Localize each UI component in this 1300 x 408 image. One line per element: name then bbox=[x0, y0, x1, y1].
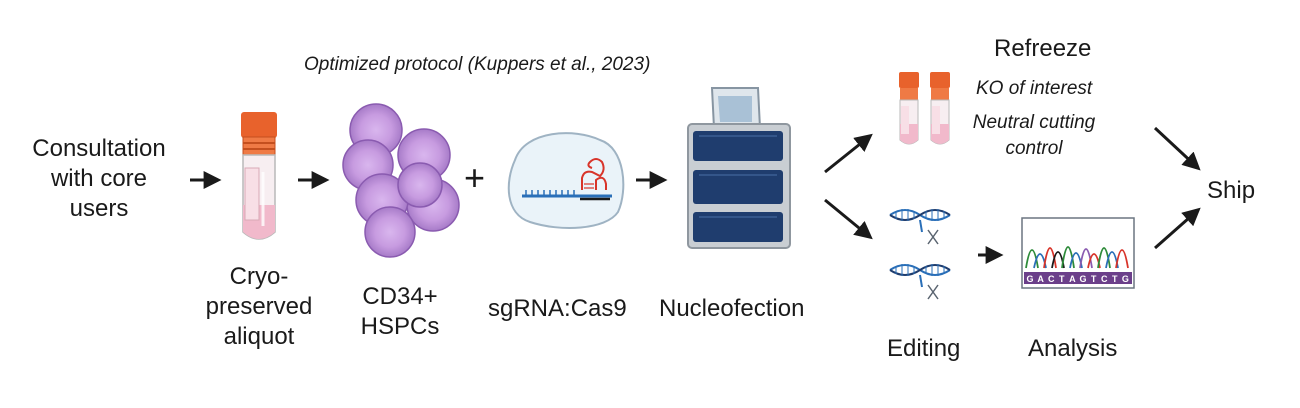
sequence-letter: G bbox=[1079, 274, 1086, 284]
label-neutral-line1: Neutral cutting bbox=[972, 112, 1096, 133]
cells-icon bbox=[342, 103, 460, 258]
label-cd34: CD34+ HSPCs bbox=[348, 282, 452, 342]
arrow-analysis-to-ship bbox=[1154, 207, 1201, 250]
dna-edit-icon-bottom bbox=[889, 264, 951, 300]
label-consultation: Consultation with core users bbox=[14, 134, 184, 224]
arrow-refreeze-to-ship bbox=[1153, 126, 1201, 171]
arrow-nucleo-to-editing bbox=[824, 198, 873, 240]
flow-arrows bbox=[190, 126, 1201, 264]
label-editing: Editing bbox=[887, 335, 961, 362]
sequence-letter: T bbox=[1091, 274, 1097, 284]
label-cryo: Cryo- preserved aliquot bbox=[200, 262, 318, 352]
refreeze-vials-icon bbox=[899, 72, 950, 145]
cryovial-icon bbox=[241, 112, 277, 240]
sequence-letter: G bbox=[1026, 274, 1033, 284]
label-neutral: Neutral cutting control bbox=[966, 110, 1102, 162]
sequence-letter: T bbox=[1112, 274, 1118, 284]
sequence-letter: A bbox=[1037, 274, 1044, 284]
label-consultation-line3: users bbox=[69, 195, 129, 222]
sequence-letter: T bbox=[1059, 274, 1065, 284]
dna-edit-icon-top bbox=[889, 209, 951, 245]
plus-sign: + bbox=[464, 157, 486, 198]
label-refreeze: Refreeze bbox=[994, 35, 1092, 62]
label-cd34-line2: HSPCs bbox=[360, 313, 440, 340]
label-neutral-line2: control bbox=[1005, 138, 1063, 159]
label-ko: KO of interest bbox=[976, 78, 1093, 99]
sequence-letter: C bbox=[1048, 274, 1055, 284]
nucleofector-icon bbox=[687, 87, 791, 249]
label-cryo-line3: aliquot bbox=[223, 323, 295, 350]
label-sgrna: sgRNA:Cas9 bbox=[488, 295, 627, 322]
label-cd34-line1: CD34+ bbox=[362, 283, 438, 310]
sgrna-cas9-icon bbox=[507, 132, 625, 229]
sequence-letter: C bbox=[1101, 274, 1108, 284]
label-cryo-line2: preserved bbox=[205, 293, 313, 320]
label-consultation-line1: Consultation bbox=[32, 135, 166, 162]
header-note: Optimized protocol (Kuppers et al., 2023… bbox=[304, 54, 651, 75]
arrow-nucleo-to-refreeze bbox=[824, 133, 873, 174]
sequence-letter: A bbox=[1069, 274, 1076, 284]
sequence-letter: G bbox=[1122, 274, 1129, 284]
label-analysis: Analysis bbox=[1028, 335, 1118, 362]
label-ship: Ship bbox=[1207, 177, 1256, 204]
label-cryo-line1: Cryo- bbox=[229, 263, 289, 290]
label-nucleofection: Nucleofection bbox=[659, 295, 805, 322]
label-consultation-line2: with core bbox=[50, 165, 148, 192]
